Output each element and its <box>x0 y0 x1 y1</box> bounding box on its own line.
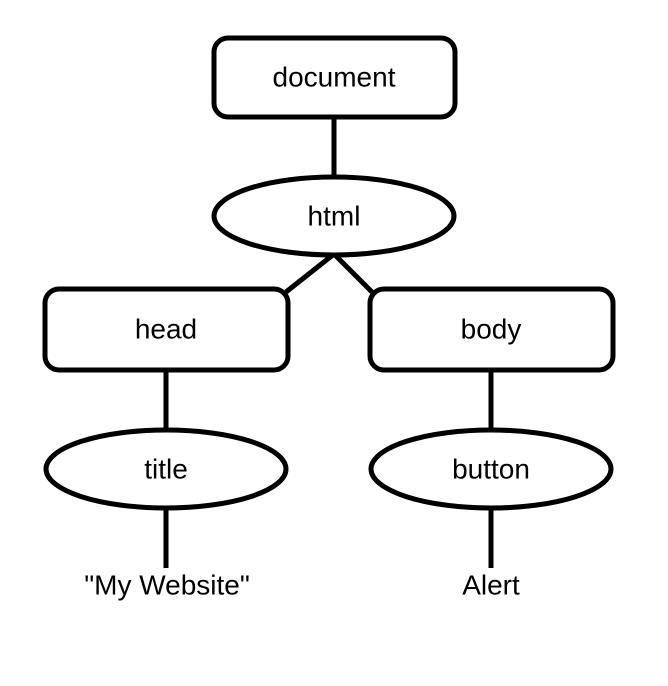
node-button-label: button <box>452 453 530 484</box>
node-head-shape <box>42 286 291 373</box>
node-head-label: head <box>135 313 197 344</box>
node-button-shape <box>368 427 614 511</box>
node-title[interactable]: title <box>43 427 289 511</box>
node-button[interactable]: button <box>368 427 614 511</box>
edge-group <box>163 116 494 568</box>
node-body[interactable]: body <box>367 286 616 373</box>
leaf-button-text: Alert <box>462 569 520 600</box>
leaf-title-text: "My Website" <box>84 569 250 600</box>
node-head[interactable]: head <box>42 286 291 373</box>
node-title-shape <box>43 427 289 511</box>
node-document-shape <box>211 35 458 120</box>
node-body-label: body <box>461 313 522 344</box>
node-html[interactable]: html <box>211 174 457 258</box>
node-html-shape <box>211 174 457 258</box>
node-document-label: document <box>273 61 396 92</box>
node-document[interactable]: document <box>211 35 458 120</box>
node-body-shape <box>367 286 616 373</box>
node-title-label: title <box>144 453 188 484</box>
edge-html-to-head <box>284 252 336 294</box>
edge-html-to-body <box>332 252 374 294</box>
node-html-label: html <box>308 200 361 231</box>
